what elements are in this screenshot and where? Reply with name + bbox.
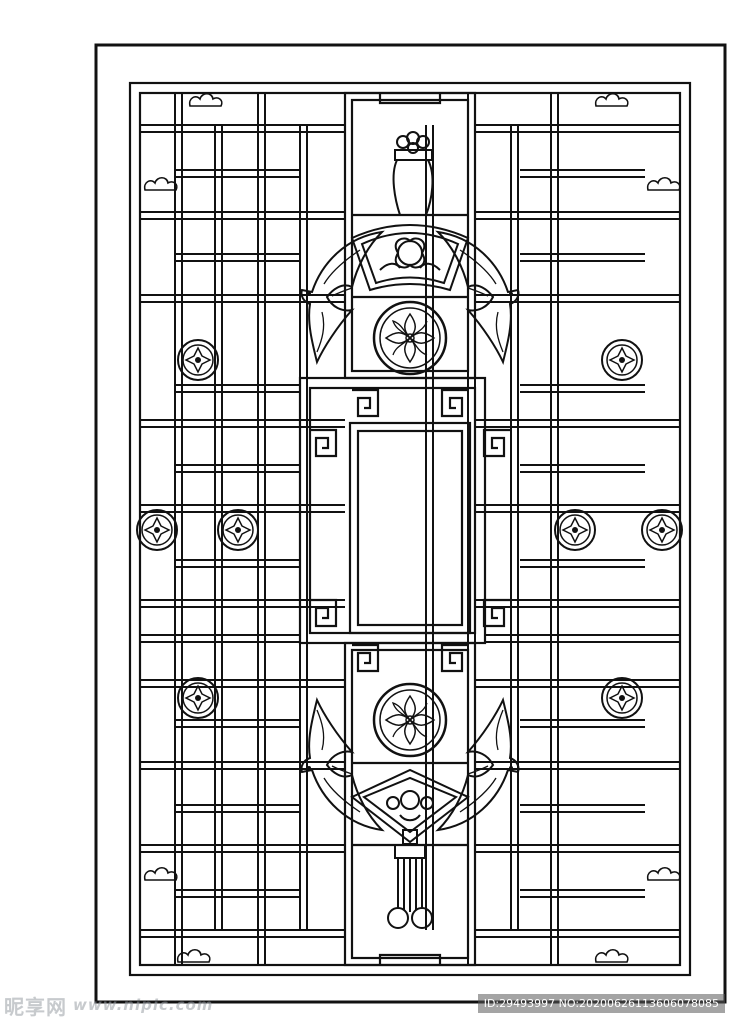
bottom-center-column (343, 641, 477, 967)
fret-icon (308, 388, 512, 673)
lattice-grid (140, 93, 680, 965)
small-rosettes (136, 339, 683, 719)
fan-icon (350, 224, 470, 292)
watermark-logo-text: 昵享网 (4, 994, 67, 1019)
outer-frame (94, 43, 727, 1004)
watermark-url: www.nipic.com (73, 996, 214, 1014)
watermark-logo: 昵享网 www.nipic.com (4, 991, 213, 1019)
cloud-icon (143, 92, 681, 963)
lozenge-icon (350, 768, 470, 844)
watermark-id: ID:29493997 NO:20200626113606078085 (477, 994, 725, 1013)
central-panel (298, 376, 487, 645)
vase-icon (392, 131, 434, 216)
tassel-icon (387, 829, 433, 929)
